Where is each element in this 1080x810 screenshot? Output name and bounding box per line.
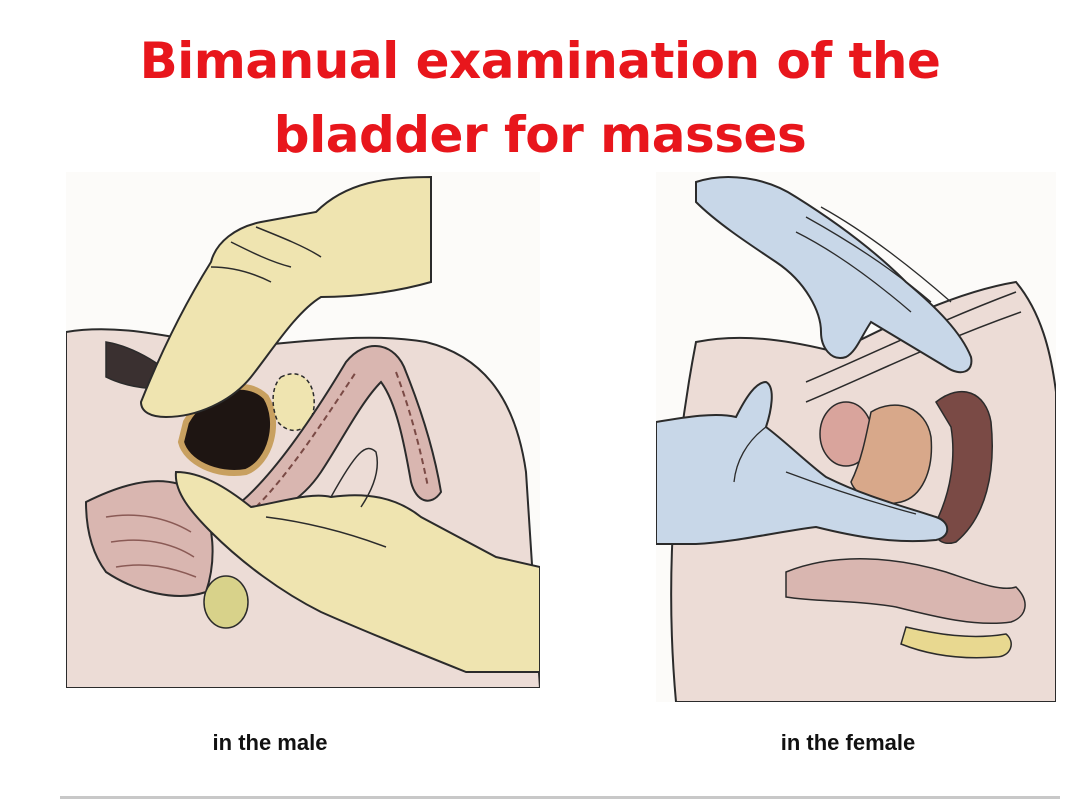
male-prostate [203,575,249,629]
male-symphysis-outline [272,373,315,432]
male-rectal-thumb [265,447,387,548]
female-vaginal-thumb [733,426,917,515]
male-abdominal-hand [139,175,432,419]
female-lower-bowel [785,558,1026,625]
caption-male: in the male [212,730,328,755]
male-illustration-graphic [66,175,540,688]
female-abdominal-hand [695,176,973,374]
male-illustration [66,172,540,688]
bottom-divider [60,796,1060,799]
male-bowel-loop [239,345,443,519]
female-rectum [934,391,993,544]
male-rectal-hand [174,470,540,673]
title-line-2: bladder for masses [273,106,807,164]
female-illustration [656,172,1056,702]
female-illustration-graphic [656,176,1056,702]
caption-female: in the female [780,730,916,755]
female-pubic-bone [900,626,1012,659]
slide-title: Bimanual examination of the bladder for … [0,24,1080,172]
female-abdominal-fingers [795,206,952,313]
male-abdominal-fingers [210,226,322,283]
male-bowel-texture [255,371,429,508]
female-vaginal-hand [656,380,949,545]
female-uterus [850,404,933,504]
male-rectum-folds [105,514,197,578]
title-line-1: Bimanual examination of the [139,32,941,90]
